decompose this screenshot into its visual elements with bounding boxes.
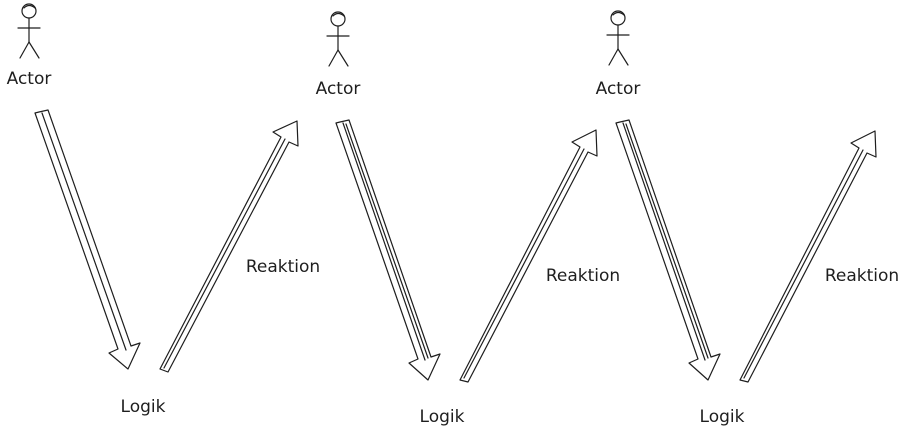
actor-label: Actor — [596, 79, 641, 99]
request-arrow — [615, 119, 721, 381]
actor-label: Actor — [316, 79, 361, 99]
stage-2: Actor Logik Reaktion — [316, 11, 620, 427]
request-arrow — [335, 119, 441, 381]
request-arrow — [34, 109, 141, 370]
stage-3: Actor Logik Reaktion — [596, 10, 899, 427]
actor-icon — [326, 11, 350, 67]
reaction-label: Reaktion — [246, 257, 320, 277]
logic-label: Logik — [700, 407, 745, 427]
stage-1: Actor Logik Reaktion — [7, 3, 320, 417]
reaction-arrow — [739, 130, 877, 383]
reaction-label: Reaktion — [546, 266, 620, 286]
reaction-label: Reaktion — [825, 266, 899, 286]
actor-label: Actor — [7, 69, 52, 89]
logic-label: Logik — [420, 407, 465, 427]
actor-icon — [606, 10, 630, 66]
actor-icon — [17, 3, 41, 59]
logic-label: Logik — [121, 397, 166, 417]
reaction-arrow — [159, 120, 299, 373]
reaction-arrow — [459, 129, 598, 383]
